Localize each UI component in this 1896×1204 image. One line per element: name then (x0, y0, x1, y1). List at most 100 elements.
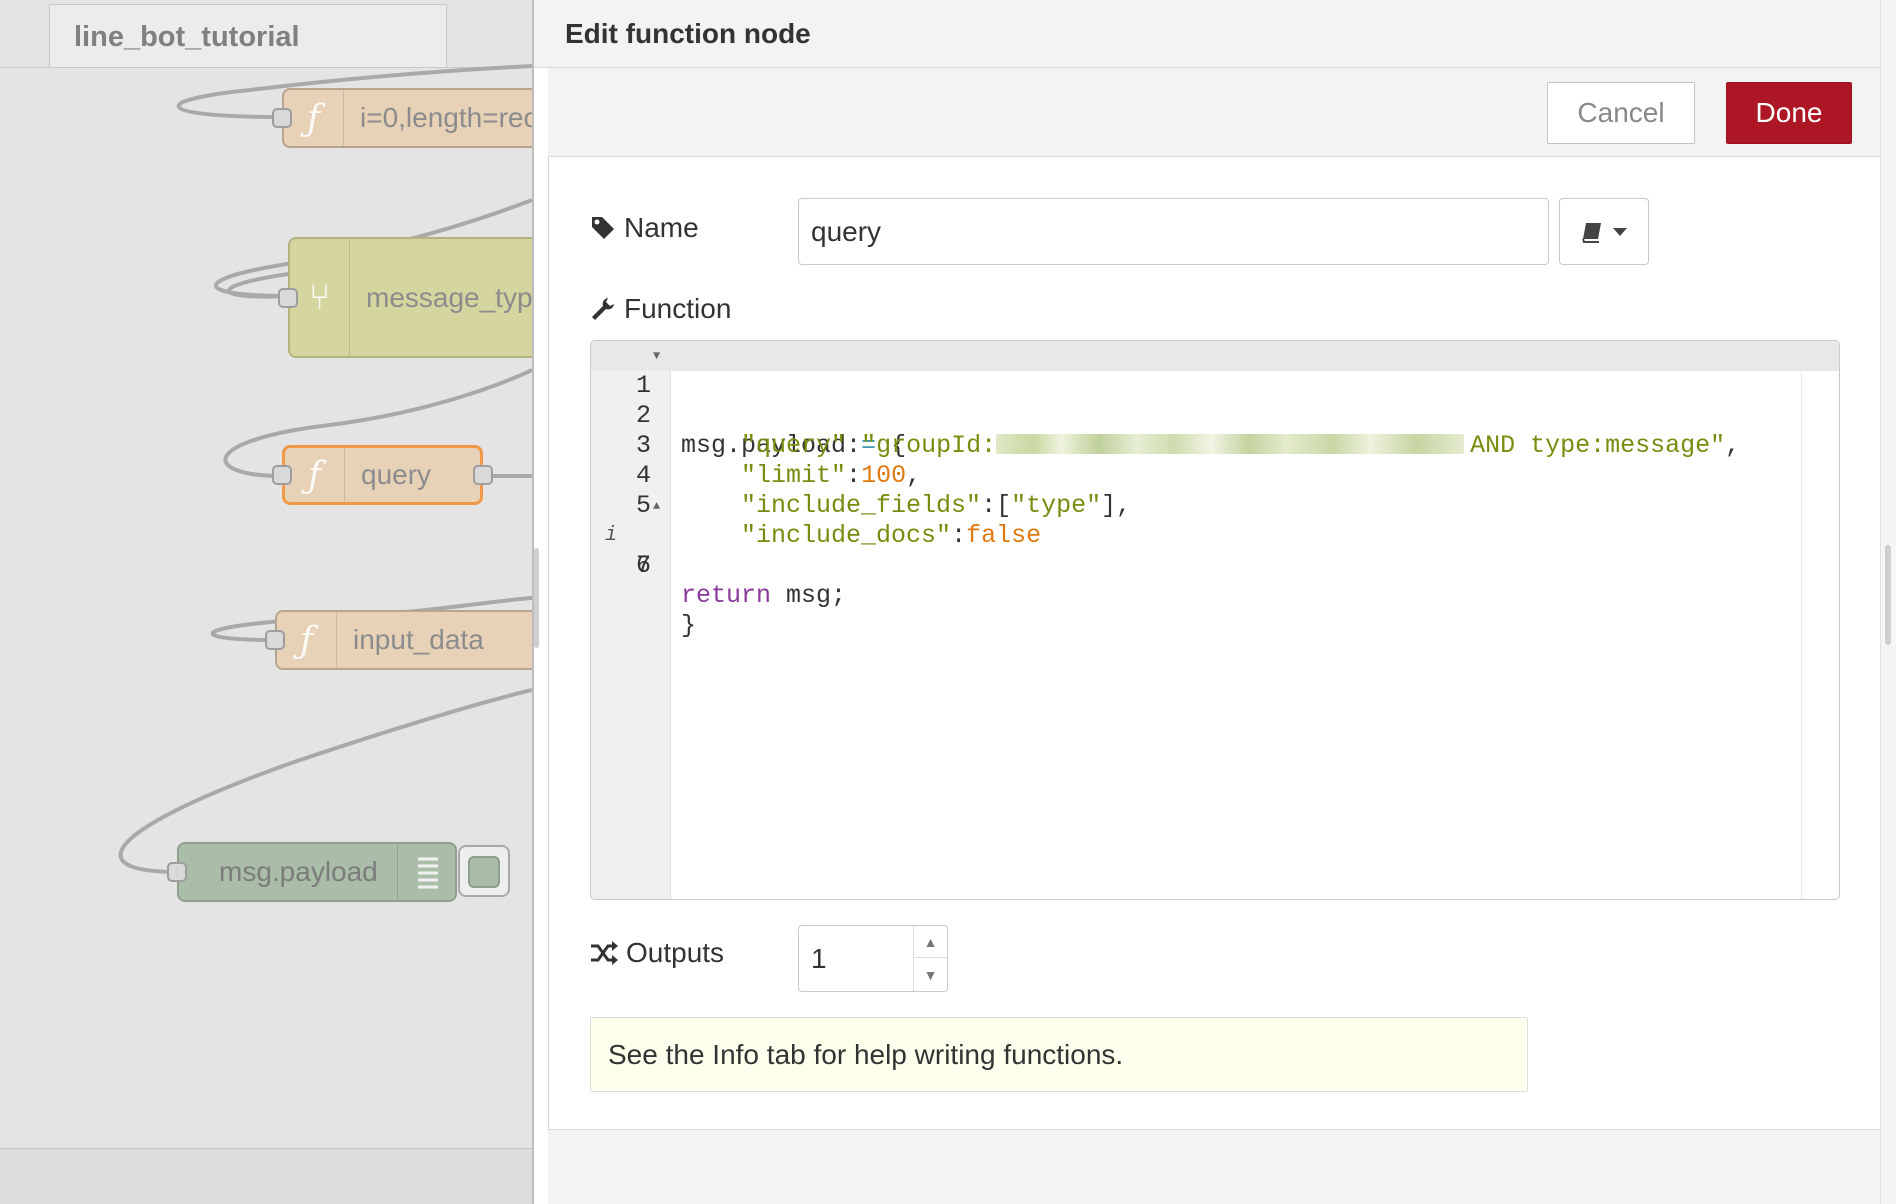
library-menu-button[interactable] (1559, 198, 1649, 265)
flow-node-query-selected[interactable]: ƒ query (272, 445, 493, 505)
node-input-port[interactable] (167, 862, 187, 882)
code-token: "type" (1011, 491, 1102, 520)
code-line[interactable]: 4 "include_fields":["type"], (591, 431, 1839, 520)
code-token: msg.payload (681, 431, 847, 460)
node-label: query (361, 459, 432, 490)
edit-function-dialog: Edit function node Cancel Done Name Func… (532, 0, 1882, 1204)
fold-open-icon[interactable]: ▼ (653, 349, 661, 363)
code-line[interactable]: 7 return msg; (591, 521, 1839, 610)
code-token: :[ (981, 491, 1012, 520)
line-number: 2 (635, 401, 651, 430)
node-label: msg.payload (219, 856, 378, 887)
code-token: "include_fields" (741, 491, 982, 520)
code-token: "groupId: (861, 431, 997, 460)
code-line[interactable]: 2 "query":"groupId: AND type:message", (591, 371, 1839, 460)
editor-active-line (591, 341, 1839, 371)
function-icon: ƒ (284, 90, 344, 146)
function-label: Function (590, 293, 731, 325)
line-number: 6 (635, 551, 651, 580)
code-token: 100 (861, 461, 907, 490)
increment-icon[interactable]: ▲ (914, 926, 947, 958)
flow-node-function[interactable]: ƒ input_data (265, 610, 532, 670)
code-token: "query" (741, 431, 847, 460)
flow-tab-label: line_bot_tutorial (74, 21, 300, 53)
code-token: msg; (786, 581, 847, 610)
function-icon: ƒ (277, 612, 337, 668)
code-line[interactable]: 1 ▼ msg.payload = { (591, 341, 1839, 460)
code-token: , (1725, 431, 1741, 460)
editor-gutter (591, 341, 671, 899)
node-input-port[interactable] (278, 288, 298, 308)
code-token: "limit" (741, 461, 847, 490)
caret-down-icon (1613, 227, 1627, 236)
code-token: } (681, 611, 697, 640)
code-token: , (906, 461, 922, 490)
flow-node-switch[interactable]: ⑂ message_typ (278, 237, 532, 358)
tab-divider (0, 67, 532, 68)
outputs-spinner-input[interactable]: 1 ▲ ▼ (798, 925, 948, 992)
help-tip: See the Info tab for help writing functi… (590, 1017, 1528, 1092)
done-button[interactable]: Done (1726, 82, 1852, 144)
fold-close-icon[interactable]: ▲ (653, 499, 661, 513)
decrement-icon[interactable]: ▼ (923, 967, 938, 983)
node-input-port[interactable] (265, 630, 285, 650)
name-input[interactable] (798, 198, 1549, 265)
function-code-editor[interactable]: 1 ▼ msg.payload = { 2 "query":"groupId:A… (590, 340, 1840, 900)
flow-tab-line-bot-tutorial[interactable]: line_bot_tutorial (49, 4, 447, 68)
line-number: 5 (635, 491, 651, 520)
info-annotation-icon[interactable]: i (605, 524, 618, 547)
code-token: AND type:message" (1470, 431, 1726, 460)
wrench-icon (592, 298, 614, 320)
code-token: ], (1101, 491, 1132, 520)
code-token: : (846, 431, 862, 460)
tag-icon (592, 217, 614, 239)
outputs-label-text: Outputs (626, 937, 725, 968)
flow-node-debug[interactable]: msg.payload (167, 842, 457, 902)
debug-toggle-button[interactable] (458, 845, 510, 897)
dialog-title: Edit function node (565, 18, 811, 49)
code-line[interactable]: i 6 ▲ } (591, 491, 1839, 640)
code-token: { (891, 431, 907, 460)
flow-wires (118, 64, 532, 874)
code-token: : (846, 461, 862, 490)
editor-print-margin (1801, 371, 1802, 899)
code-line[interactable]: 3 "limit":100, (591, 401, 1839, 490)
dialog-header: Edit function node (534, 0, 1882, 68)
panel-resize-handle[interactable] (534, 548, 539, 648)
node-input-port[interactable] (272, 465, 292, 485)
code-token: "include_docs" (741, 521, 952, 550)
outputs-value: 1 (811, 942, 827, 974)
cancel-button[interactable]: Cancel (1547, 82, 1695, 144)
workspace-footer (0, 1149, 532, 1204)
debug-toggle-indicator (468, 856, 500, 888)
code-token: : (951, 521, 967, 550)
flow-workspace[interactable]: line_bot_tutorial ƒ i=0,length=rec ⑂ mes… (0, 0, 532, 1204)
book-icon (1582, 222, 1601, 243)
node-output-port[interactable] (473, 465, 493, 485)
debug-list-icon (397, 844, 457, 900)
name-label: Name (590, 212, 699, 244)
workspace-divider (0, 1148, 532, 1149)
outputs-label: Outputs (590, 937, 724, 969)
dialog-footer (548, 1129, 1882, 1204)
code-token: return (681, 581, 772, 610)
spinner-controls: ▲ ▼ (913, 926, 947, 991)
code-line[interactable]: 5 "include_docs":false (591, 461, 1839, 550)
node-input-port[interactable] (272, 108, 292, 128)
code-token: false (966, 521, 1042, 550)
redacted-group-id (996, 433, 1465, 454)
node-label: i=0,length=rec (360, 102, 532, 133)
scrollbar-thumb[interactable] (1885, 545, 1891, 645)
name-label-text: Name (624, 212, 699, 243)
line-number: 4 (635, 461, 651, 490)
flow-node-function[interactable]: ƒ i=0,length=rec (272, 88, 532, 148)
shuffle-icon (591, 941, 618, 965)
switch-icon: ⑂ (290, 239, 350, 356)
line-number: 7 (635, 551, 651, 580)
node-label: message_typ (366, 281, 532, 313)
function-icon: ƒ (285, 448, 345, 502)
code-token: = (861, 431, 877, 460)
page-scrollbar[interactable] (1880, 0, 1896, 1204)
node-label: input_data (353, 624, 484, 655)
line-number: 1 (635, 371, 651, 400)
